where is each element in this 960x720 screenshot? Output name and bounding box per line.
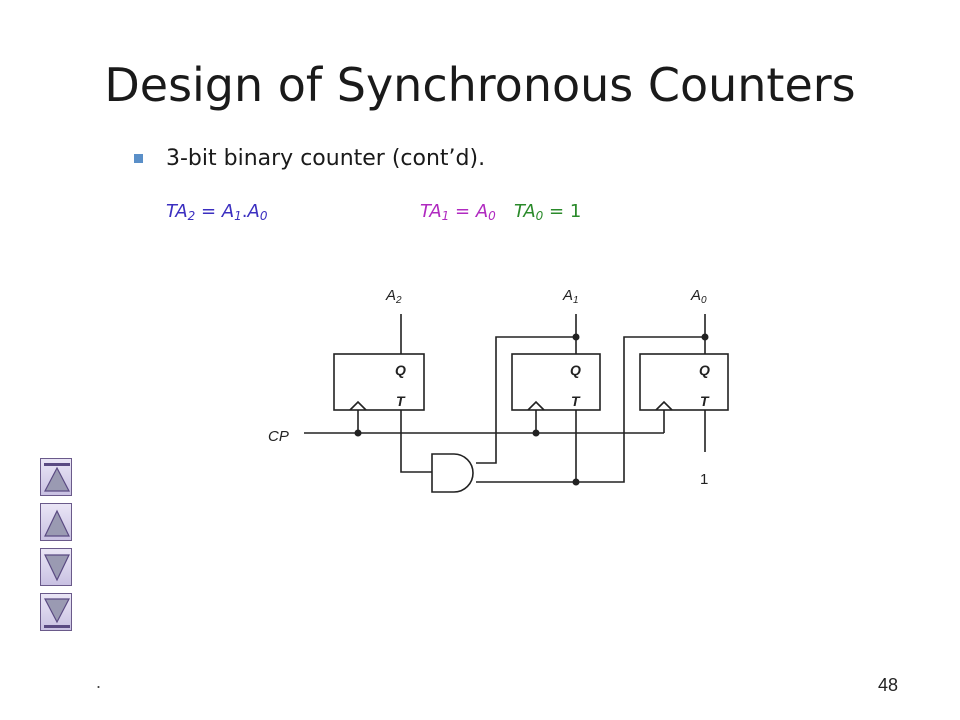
- junction-dot: [572, 333, 580, 341]
- output-label-a0: A0: [690, 287, 707, 306]
- ff2-q-label: Q: [395, 362, 406, 378]
- flip-flop-0: [639, 353, 729, 411]
- ff1-t-label: T: [571, 393, 581, 409]
- and-gate: [431, 453, 474, 493]
- up-triangle-bar-icon: [44, 463, 70, 492]
- output-label-a2: A2: [385, 287, 402, 306]
- flip-flop-2: [333, 353, 425, 411]
- slide-number: 48: [878, 675, 899, 695]
- first-slide-button[interactable]: [40, 458, 72, 496]
- footer-mark: .: [96, 672, 102, 692]
- flip-flop-1: [511, 353, 601, 411]
- down-triangle-bar-icon: [44, 598, 70, 628]
- junction-dot: [532, 429, 540, 437]
- slide-navigation: [40, 458, 74, 638]
- next-slide-button[interactable]: [40, 548, 72, 586]
- ff0-q-label: Q: [699, 362, 710, 378]
- bullet-text: 3-bit binary counter (cont’d).: [166, 146, 486, 171]
- down-triangle-icon: [44, 554, 70, 582]
- ff0-t-label: T: [700, 393, 710, 409]
- up-triangle-icon: [44, 509, 70, 537]
- output-label-a1: A1: [562, 287, 579, 306]
- constant-one-label: 1: [700, 471, 708, 488]
- last-slide-button[interactable]: [40, 593, 72, 631]
- ff1-q-label: Q: [570, 362, 581, 378]
- junction-dot: [354, 429, 362, 437]
- bullet-square-icon: [134, 154, 143, 163]
- clock-label: CP: [268, 428, 289, 445]
- previous-slide-button[interactable]: [40, 503, 72, 541]
- junction-dot: [572, 478, 580, 486]
- ff2-t-label: T: [396, 393, 406, 409]
- junction-dot: [701, 333, 709, 341]
- slide-title: Design of Synchronous Counters: [104, 58, 856, 112]
